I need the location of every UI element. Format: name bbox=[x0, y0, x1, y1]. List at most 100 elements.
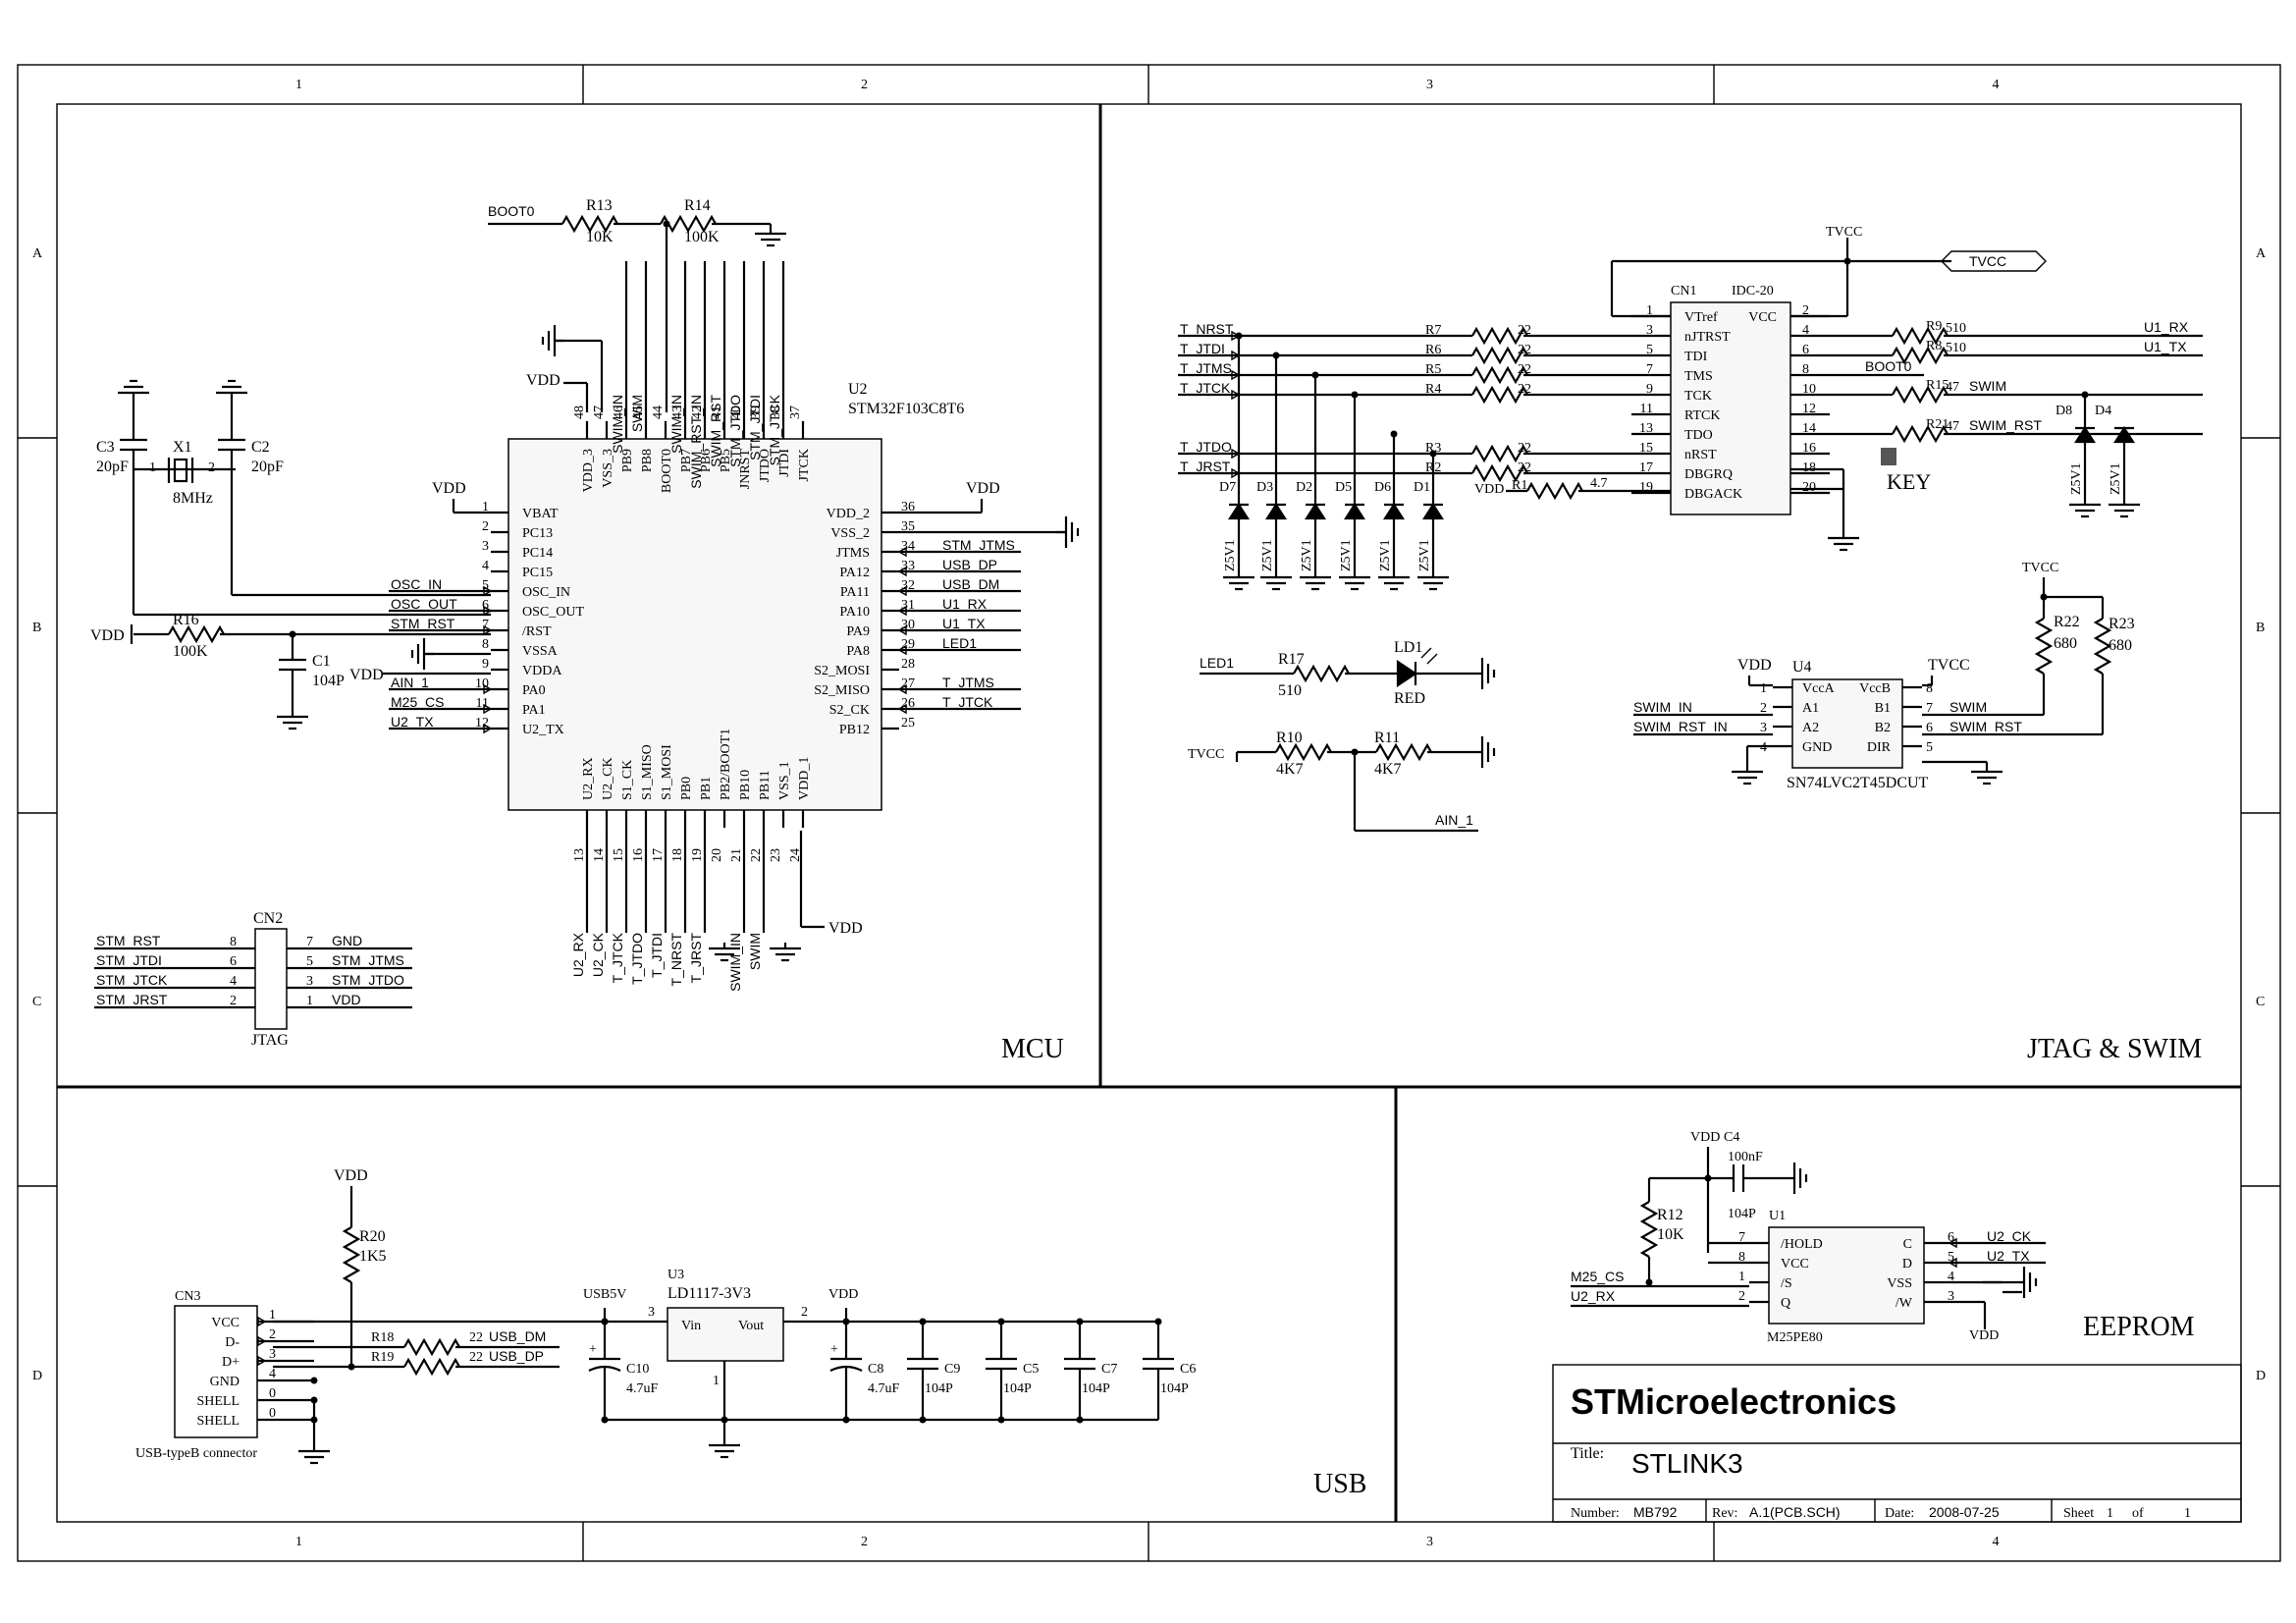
sheet-num: 1 bbox=[2107, 1506, 2113, 1521]
mcu-pin-num: 23 bbox=[769, 848, 783, 862]
u3-pin-gnd: 1 bbox=[713, 1374, 720, 1388]
mcu-pin-num: 11 bbox=[476, 696, 489, 711]
r12-val: 10K bbox=[1657, 1226, 1684, 1243]
diode-ref: D4 bbox=[2095, 404, 2111, 418]
mcu-pin-num: 38 bbox=[769, 406, 783, 419]
mcu-pin-name: VSS_3 bbox=[601, 449, 615, 488]
mcu-pin-name: JTDO bbox=[758, 449, 773, 482]
pin-arrow bbox=[483, 605, 493, 617]
idc-pin-num: 17 bbox=[1639, 460, 1653, 475]
mcu-pin-name: PC14 bbox=[522, 546, 553, 561]
jtag-right-resistor bbox=[1892, 424, 1949, 444]
mcu-left-net: STM_RST bbox=[391, 616, 455, 631]
idc-pin-name: RTCK bbox=[1684, 408, 1721, 423]
u3-part: LD1117-3V3 bbox=[667, 1285, 751, 1302]
company-name: STMicroelectronics bbox=[1571, 1381, 1896, 1422]
pin-arrow bbox=[483, 624, 493, 636]
cn2-right-num: 5 bbox=[306, 954, 313, 969]
section-mcu: MCU bbox=[1001, 1034, 1064, 1064]
u4-right-net: SWIM_RST bbox=[1949, 719, 2022, 734]
cn2-right-net: STM_JTDO bbox=[332, 972, 404, 988]
idc-pin-num: 15 bbox=[1639, 441, 1653, 456]
jtag-right-resistor bbox=[1892, 346, 1949, 365]
mcu-top-net: SWIM_IN bbox=[668, 395, 684, 454]
doc-title: STLINK3 bbox=[1631, 1448, 1743, 1479]
eeprom-pin-name: C bbox=[1903, 1237, 1912, 1252]
pin-arrow bbox=[897, 703, 907, 715]
mcu-pin-num: 42 bbox=[690, 406, 705, 419]
mcu-top-net: STM_JTDI bbox=[747, 395, 763, 460]
jtag-series-resistor bbox=[1471, 463, 1528, 483]
jtag-right-net: U1_TX bbox=[2144, 339, 2187, 354]
cn2-right-net: GND bbox=[332, 933, 362, 948]
mcu-left-net: AIN_1 bbox=[391, 675, 429, 690]
ground-symbol bbox=[2109, 503, 2140, 518]
idc-pin-name: TMS bbox=[1684, 369, 1713, 384]
u3-pin-out: 2 bbox=[801, 1305, 808, 1320]
idc-pin-num: 10 bbox=[1802, 382, 1816, 397]
r22-val: 680 bbox=[2054, 635, 2077, 652]
col-label-bottom: 2 bbox=[861, 1535, 868, 1549]
r17-ref: R17 bbox=[1278, 651, 1305, 668]
mcu-pin-num: 43 bbox=[670, 406, 685, 419]
mcu-pin-num: 16 bbox=[631, 848, 646, 862]
u4-pin-name: B1 bbox=[1875, 701, 1891, 716]
pin-arrow bbox=[1231, 448, 1241, 460]
u4-tvcc: TVCC bbox=[1928, 657, 1970, 674]
usb-cap-ref: C8 bbox=[868, 1362, 883, 1377]
mcu-top-net: SWIM_RST_IN bbox=[688, 395, 704, 489]
zener-diode bbox=[1421, 502, 1445, 520]
u3-out: Vout bbox=[738, 1319, 764, 1333]
row-label-right: B bbox=[2256, 621, 2265, 635]
cn2-ref: CN2 bbox=[253, 910, 283, 927]
mcu-pin-name: S2_MISO bbox=[814, 683, 870, 698]
idc-pin-num: 9 bbox=[1646, 382, 1653, 397]
u4-pin-name: DIR bbox=[1867, 740, 1892, 755]
mcu-pin-name: JNRST bbox=[738, 449, 753, 490]
ground-symbol bbox=[1339, 575, 1370, 591]
mcu-right-net: T_JTMS bbox=[942, 675, 994, 690]
mcu-pin-name: PB12 bbox=[839, 723, 870, 737]
x1-pin1: 1 bbox=[149, 460, 156, 475]
idc-pin-num: 6 bbox=[1802, 343, 1809, 357]
eeprom-pin-name: /W bbox=[1896, 1296, 1913, 1311]
tvcc-label: TVCC bbox=[1826, 225, 1862, 240]
idc-pin-num: 19 bbox=[1639, 480, 1653, 495]
u4-ref: U4 bbox=[1792, 659, 1812, 676]
usb-pin-name: GND bbox=[210, 1375, 240, 1389]
eeprom-pin-num: 5 bbox=[1948, 1250, 1954, 1265]
jtag-right-res-val: 510 bbox=[1946, 321, 1966, 336]
mcu-pin-name: PB11 bbox=[758, 770, 773, 800]
mcu-pin-num: 6 bbox=[482, 598, 489, 613]
mcu-bottom-net: T_NRST bbox=[668, 933, 684, 987]
idc-pin-num: 14 bbox=[1802, 421, 1816, 436]
pin-arrow bbox=[483, 703, 493, 715]
eeprom-right-net: U2_CK bbox=[1987, 1228, 2032, 1244]
r18-val: 22 bbox=[469, 1330, 483, 1345]
usb-pin-num: 0 bbox=[269, 1386, 276, 1401]
cn2-right-num: 3 bbox=[306, 974, 313, 989]
mcu-pin-name: S1_CK bbox=[620, 760, 635, 800]
mcu-bottom-net: T_JTDI bbox=[649, 933, 665, 978]
c4-val: 100nF bbox=[1728, 1150, 1763, 1164]
u3-ref: U3 bbox=[667, 1268, 684, 1282]
u4-pin-num: 5 bbox=[1926, 740, 1933, 755]
mcu-pin-num: 17 bbox=[651, 848, 666, 862]
mcu-pin-name: S2_MOSI bbox=[814, 664, 870, 678]
x1-pin2: 2 bbox=[208, 460, 215, 475]
mcu-pin-num: 34 bbox=[901, 539, 915, 554]
vdd-out-label: VDD bbox=[828, 1287, 858, 1302]
jtag-right-res-ref: R15 bbox=[1926, 378, 1949, 393]
jtag-right-res-ref: R8 bbox=[1926, 339, 1942, 353]
u4-pin-num: 4 bbox=[1760, 740, 1767, 755]
boot0-net: BOOT0 bbox=[488, 203, 535, 219]
idc-chip bbox=[1670, 301, 1791, 515]
c2-ref: C2 bbox=[251, 439, 270, 456]
mcu-pin-name: PC15 bbox=[522, 566, 553, 580]
mcu-pin-name: OSC_OUT bbox=[522, 605, 584, 620]
zener-diode bbox=[1382, 502, 1406, 520]
key-block bbox=[1881, 448, 1896, 465]
x1-val: 8MHz bbox=[173, 490, 213, 507]
jtag-res-ref: R3 bbox=[1425, 441, 1441, 456]
